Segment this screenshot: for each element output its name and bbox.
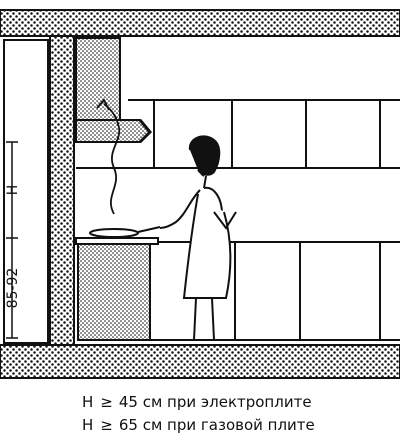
dimension-label-gap: H xyxy=(5,185,21,196)
frying-pan-icon xyxy=(89,228,139,238)
wall-tiles xyxy=(76,99,400,341)
woman-cooking-figure xyxy=(159,135,237,341)
ceiling-slab xyxy=(0,9,400,37)
note-electric-stove: H ≥45 см при электроплите xyxy=(82,393,312,411)
note-relation: ≥ xyxy=(100,393,113,411)
note-text: 65 см при газовой плите xyxy=(118,416,315,434)
note-symbol: H xyxy=(82,393,94,411)
dimension-line xyxy=(6,141,18,339)
stove-base xyxy=(77,243,151,341)
note-symbol: H xyxy=(82,416,94,434)
note-relation: ≥ xyxy=(100,416,113,434)
hood-edge xyxy=(138,119,153,144)
steam-arrow-icon xyxy=(96,98,110,111)
note-text: 45 см при электроплите xyxy=(118,393,312,411)
range-hood xyxy=(75,119,152,143)
wall-column xyxy=(49,35,75,346)
floor-slab xyxy=(0,344,400,379)
steam-icon xyxy=(103,103,121,215)
note-gas-stove: H ≥65 см при газовой плите xyxy=(82,416,315,434)
pan-handle xyxy=(137,226,161,233)
dimension-label-overall: 85-92 xyxy=(5,268,21,309)
